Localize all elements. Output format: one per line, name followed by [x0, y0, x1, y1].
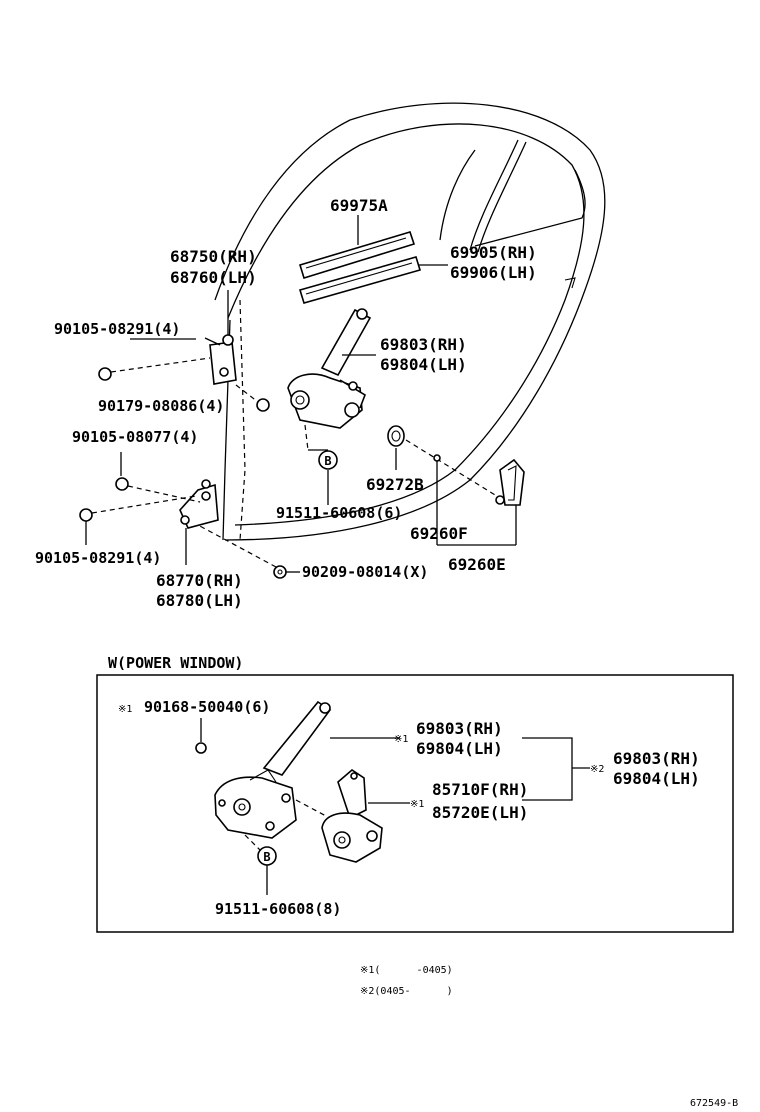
bolt-top	[98, 357, 211, 381]
hinge-bracket-upper	[209, 334, 237, 385]
window-switch	[495, 458, 525, 506]
mark-1-a: ※1	[118, 704, 132, 715]
box-label-91511-8: 91511-60608(8)	[215, 900, 341, 918]
box-label-85710f: 85710F(RH)	[432, 780, 528, 799]
label-68760-lh: 68760(LH)	[170, 268, 257, 287]
label-69260e: 69260E	[448, 555, 506, 574]
footnote-1: ※1( -0405)	[360, 965, 453, 976]
ref-b-box-text: B	[263, 850, 270, 864]
mark-1-c: ※1	[410, 799, 424, 810]
label-69905-rh: 69905(RH)	[450, 243, 537, 262]
label-90105-08291-bottom: 90105-08291(4)	[35, 549, 161, 567]
screw-90168	[195, 718, 207, 754]
label-68750-rh: 68750(RH)	[170, 247, 257, 266]
label-90105-08291-top: 90105-08291(4)	[54, 320, 180, 338]
label-90179: 90179-08086(4)	[98, 397, 224, 415]
label-91511-6: 91511-60608(6)	[276, 504, 402, 522]
box-label-69804-lh-a: 69804(LH)	[416, 739, 503, 758]
section-title: W(POWER WINDOW)	[108, 654, 243, 672]
footnote-2: ※2(0405- )	[360, 986, 453, 997]
ref-marker-b-top: B	[318, 450, 338, 470]
mark-2: ※2	[590, 764, 604, 775]
label-69975a: 69975A	[330, 196, 388, 215]
power-window-box	[96, 674, 734, 933]
window-regulator-top	[287, 308, 372, 429]
box-label-85720e: 85720E(LH)	[432, 803, 528, 822]
nut-90179	[235, 384, 270, 412]
label-69906-lh: 69906(LH)	[450, 263, 537, 282]
ref-marker-b-box: B	[257, 846, 277, 866]
figure-id: 672549-B	[690, 1098, 738, 1109]
box-label-90168: 90168-50040(6)	[144, 698, 270, 716]
label-69804-lh: 69804(LH)	[380, 355, 467, 374]
grommet-69272b	[387, 425, 405, 447]
label-68780-lh: 68780(LH)	[156, 591, 243, 610]
run-channel-lower	[298, 256, 422, 304]
run-channel-upper	[298, 231, 416, 280]
hinge-bracket-lower	[179, 479, 219, 529]
label-69272b: 69272B	[366, 475, 424, 494]
label-90105-08077: 90105-08077(4)	[72, 428, 198, 446]
bolt-90105-08077	[115, 477, 201, 503]
label-69803-rh: 69803(RH)	[380, 335, 467, 354]
label-68770-rh: 68770(RH)	[156, 571, 243, 590]
label-69260f: 69260F	[410, 524, 468, 543]
mark-1-b: ※1	[394, 734, 408, 745]
box-label-69804-lh-b: 69804(LH)	[613, 769, 700, 788]
window-motor	[321, 768, 383, 863]
ref-b-text: B	[324, 454, 331, 468]
box-label-69803-rh-b: 69803(RH)	[613, 749, 700, 768]
box-label-69803-rh-a: 69803(RH)	[416, 719, 503, 738]
window-regulator-box	[214, 700, 332, 839]
bolt-bottom	[79, 495, 197, 522]
label-90209: 90209-08014(X)	[302, 563, 428, 581]
